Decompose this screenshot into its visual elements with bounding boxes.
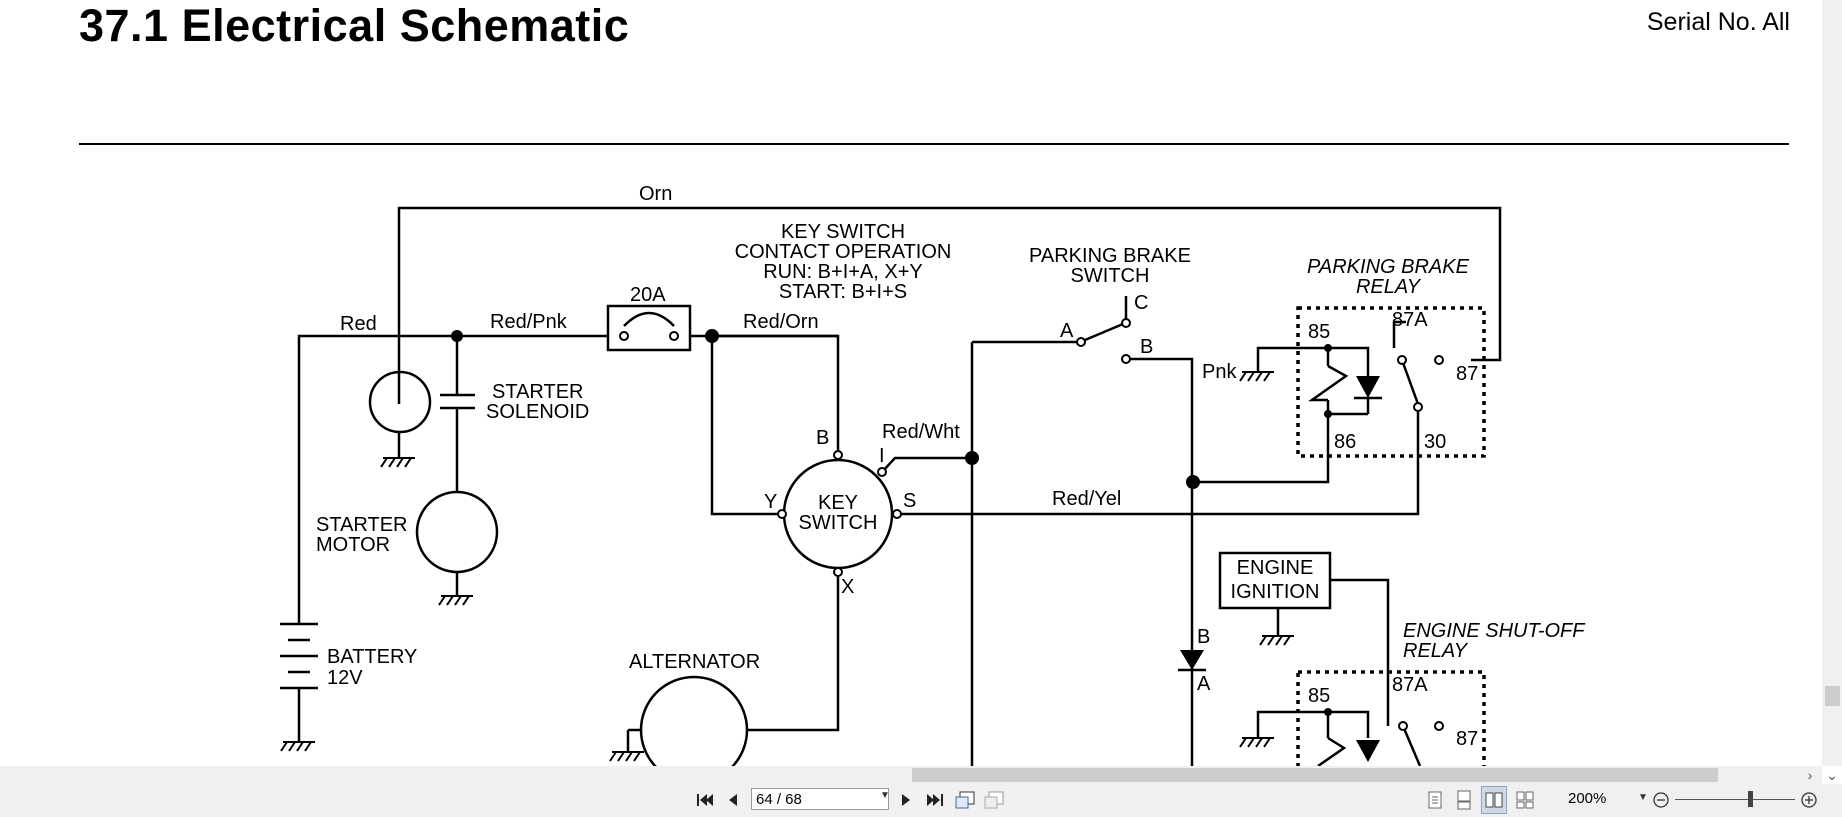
parking-brake-switch-label-1: PARKING BRAKE <box>1029 245 1191 267</box>
chevron-down-icon[interactable]: ▼ <box>880 790 890 801</box>
last-page-icon[interactable] <box>922 786 948 814</box>
zoom-slider-thumb[interactable] <box>1748 791 1753 807</box>
relay-pin-87: 87 <box>1456 363 1478 385</box>
shutoff-relay-pin-85: 85 <box>1308 685 1330 707</box>
zoom-slider[interactable] <box>1675 799 1795 800</box>
scroll-right-arrow-icon[interactable]: › <box>1807 767 1813 783</box>
diode-terminal-b: B <box>1197 626 1210 648</box>
single-page-view-icon[interactable] <box>1422 786 1448 814</box>
key-switch-title-1: KEY SWITCH <box>781 221 905 243</box>
vertical-scroll-thumb[interactable] <box>1825 686 1840 706</box>
fit-width-icon[interactable] <box>952 786 978 814</box>
alternator-label: ALTERNATOR <box>629 651 760 673</box>
parking-brake-relay-label-1: PARKING BRAKE <box>1307 256 1470 278</box>
electrical-schematic: Orn Red Red/Pnk 20A Red/Orn KEY SWITCH C… <box>280 183 1586 766</box>
engine-ignition-label-2: IGNITION <box>1231 581 1320 603</box>
parking-brake-relay-label-2: RELAY <box>1356 276 1422 298</box>
two-page-view-icon[interactable] <box>1481 786 1507 814</box>
page-number-select[interactable]: 64 / 68 <box>751 788 889 810</box>
document-page: 37.1 Electrical Schematic Serial No. All <box>79 0 1790 766</box>
wire-label-orn: Orn <box>639 183 672 205</box>
key-terminal-b: B <box>816 427 829 449</box>
horizontal-scroll-thumb[interactable] <box>912 768 1718 782</box>
engine-ignition-label-1: ENGINE <box>1237 557 1314 579</box>
wire-label-red-orn: Red/Orn <box>743 311 819 333</box>
fuse-label: 20A <box>630 284 666 306</box>
wire-label-red-pnk: Red/Pnk <box>490 311 568 333</box>
parking-brake-switch-label-2: SWITCH <box>1071 265 1150 287</box>
first-page-icon[interactable] <box>692 786 718 814</box>
key-switch-title-2: CONTACT OPERATION <box>735 241 952 263</box>
battery-label-2: 12V <box>327 667 363 689</box>
relay-pin-30: 30 <box>1424 431 1446 453</box>
starter-motor-label-2: MOTOR <box>316 534 390 556</box>
key-switch-label-1: KEY <box>818 492 858 514</box>
key-terminal-s: S <box>903 490 916 512</box>
wire-label-red-wht: Red/Wht <box>882 421 960 443</box>
fit-page-icon[interactable] <box>981 786 1007 814</box>
wire-label-red: Red <box>340 313 377 335</box>
two-page-continuous-icon[interactable] <box>1512 786 1538 814</box>
viewer-toolbar <box>0 784 1842 817</box>
key-terminal-i: I <box>879 445 885 467</box>
key-switch-title-4: START: B+I+S <box>779 281 907 303</box>
serial-number: Serial No. All <box>1646 8 1790 36</box>
scroll-down-arrow-icon[interactable]: ⌄ <box>1826 767 1838 783</box>
title-rule <box>79 143 1789 145</box>
key-switch-title-3: RUN: B+I+A, X+Y <box>763 261 923 283</box>
starter-solenoid-label-2: SOLENOID <box>486 401 589 423</box>
relay-pin-85: 85 <box>1308 321 1330 343</box>
zoom-dropdown-chevron-icon[interactable]: ▼ <box>1638 792 1648 803</box>
key-terminal-x: X <box>841 576 854 598</box>
starter-motor-label-1: STARTER <box>316 514 408 536</box>
relay-pin-87a: 87A <box>1392 309 1428 331</box>
zoom-level[interactable]: 200% <box>1568 790 1607 807</box>
diode-terminal-a: A <box>1197 673 1211 695</box>
continuous-view-icon[interactable] <box>1451 786 1477 814</box>
next-page-icon[interactable] <box>893 786 919 814</box>
wire-label-red-yel: Red/Yel <box>1052 488 1121 510</box>
key-terminal-y: Y <box>764 491 777 513</box>
page-title: 37.1 Electrical Schematic <box>79 0 630 51</box>
key-switch-label-2: SWITCH <box>799 512 878 534</box>
wire-label-pnk: Pnk <box>1202 361 1237 383</box>
engine-shutoff-relay-label-2: RELAY <box>1403 640 1469 662</box>
vertical-scrollbar[interactable] <box>1822 0 1842 766</box>
starter-solenoid-label-1: STARTER <box>492 381 584 403</box>
previous-page-icon[interactable] <box>720 786 746 814</box>
relay-pin-86: 86 <box>1334 431 1356 453</box>
pb-switch-terminal-a: A <box>1060 320 1074 342</box>
zoom-out-icon[interactable] <box>1648 786 1674 814</box>
battery-label-1: BATTERY <box>327 646 417 668</box>
engine-shutoff-relay-label-1: ENGINE SHUT-OFF <box>1403 620 1586 642</box>
shutoff-relay-pin-87: 87 <box>1456 728 1478 750</box>
pb-switch-terminal-c: C <box>1134 292 1148 314</box>
zoom-in-icon[interactable] <box>1796 786 1822 814</box>
pb-switch-terminal-b: B <box>1140 336 1153 358</box>
shutoff-relay-pin-87a: 87A <box>1392 674 1428 696</box>
